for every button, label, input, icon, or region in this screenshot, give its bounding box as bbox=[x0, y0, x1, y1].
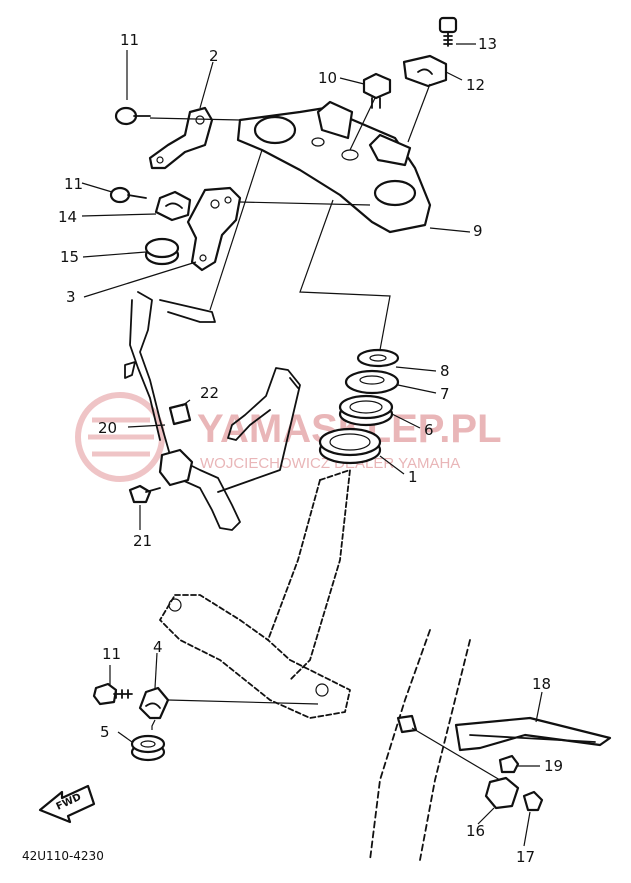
under-bracket-outline bbox=[159, 469, 351, 719]
handlebar-holder-12 bbox=[402, 54, 448, 88]
callout-9: 9 bbox=[473, 222, 483, 240]
grommet-5 bbox=[117, 719, 166, 762]
callout-3: 3 bbox=[66, 288, 76, 306]
cable-guide-18 bbox=[454, 691, 612, 752]
callout-11b: 11 bbox=[64, 175, 83, 193]
grommet-15 bbox=[144, 237, 180, 266]
clamp-4 bbox=[138, 686, 319, 720]
callout-labels: 11 2 13 10 12 11 14 9 15 3 8 7 22 20 6 1… bbox=[58, 31, 563, 866]
bolt-17 bbox=[522, 790, 544, 847]
fork-tube-outline bbox=[369, 629, 501, 861]
callout-22: 22 bbox=[200, 384, 219, 402]
callout-15: 15 bbox=[60, 248, 79, 266]
nut-19 bbox=[498, 754, 540, 774]
clamp-14 bbox=[154, 190, 192, 222]
callout-11a: 11 bbox=[120, 31, 139, 49]
callout-8: 8 bbox=[440, 362, 450, 380]
callout-21: 21 bbox=[133, 532, 152, 550]
callout-4: 4 bbox=[153, 638, 163, 656]
callout-5: 5 bbox=[100, 723, 110, 741]
watermark: YAMASKLEP.PL WOJCIECHOWICZ DEALER YAMAHA bbox=[75, 392, 502, 482]
bolt-11-bottom bbox=[92, 682, 133, 706]
nut-10 bbox=[362, 72, 392, 109]
bracket-2 bbox=[148, 106, 214, 170]
headlight-stay-20 bbox=[124, 291, 301, 531]
callout-12: 12 bbox=[466, 76, 485, 94]
upper-bracket bbox=[236, 100, 432, 234]
callout-6: 6 bbox=[424, 421, 434, 439]
clamp-16 bbox=[477, 776, 520, 825]
callout-13: 13 bbox=[478, 35, 497, 53]
callout-17: 17 bbox=[516, 848, 535, 866]
callout-7: 7 bbox=[440, 385, 450, 403]
damper-22 bbox=[168, 402, 192, 426]
leader-lines bbox=[81, 43, 476, 689]
bolt-13 bbox=[438, 16, 458, 47]
callout-18: 18 bbox=[532, 675, 551, 693]
callout-10: 10 bbox=[318, 69, 337, 87]
bolt-11-top bbox=[114, 106, 151, 126]
watermark-logo-icon bbox=[75, 392, 165, 482]
bolt-21 bbox=[128, 484, 161, 504]
bracket-3 bbox=[186, 186, 242, 272]
fwd-arrow-icon: FWD bbox=[38, 784, 96, 824]
callout-11c: 11 bbox=[102, 645, 121, 663]
bolt-11-mid bbox=[109, 186, 147, 204]
callout-14: 14 bbox=[58, 208, 77, 226]
callout-16: 16 bbox=[466, 822, 485, 840]
callout-1: 1 bbox=[408, 468, 418, 486]
callout-20: 20 bbox=[98, 419, 117, 437]
callout-19: 19 bbox=[544, 757, 563, 775]
diagram-code: 42U110-4230 bbox=[22, 849, 104, 863]
callout-2: 2 bbox=[209, 47, 219, 65]
